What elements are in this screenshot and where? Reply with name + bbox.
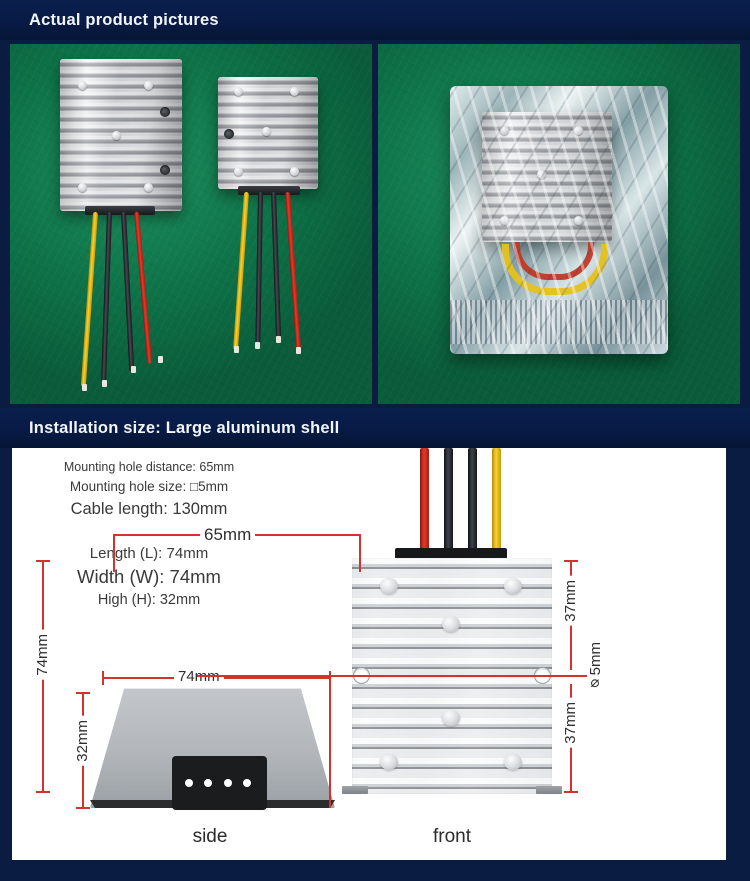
spec-length: Length (L): 74mm xyxy=(89,545,209,562)
front-hole-distance-tick-right xyxy=(359,534,361,572)
spec-cable-length: Cable length: 130mm xyxy=(70,500,228,518)
front-lower-dim-text: 37mm xyxy=(562,698,579,748)
side-width-tick-left xyxy=(102,671,104,685)
screw-bump xyxy=(500,126,509,135)
photo-converter-in-bag xyxy=(378,44,740,404)
spec-width: Width (W): 74mm xyxy=(77,566,221,587)
screw-bump xyxy=(442,616,460,632)
converter-module-small xyxy=(218,77,318,189)
front-height-tick-top xyxy=(36,560,50,562)
screw-bump xyxy=(144,183,153,192)
screw-bump xyxy=(442,710,460,726)
banner-title-photos: Actual product pictures xyxy=(29,10,219,29)
screw-bump xyxy=(537,170,546,179)
wire-tip xyxy=(131,366,136,373)
front-wire-red xyxy=(420,448,429,552)
mounting-hole xyxy=(160,107,170,117)
connector-pin-hole xyxy=(185,779,193,787)
front-connector-plug xyxy=(395,548,507,559)
front-wire-yellow xyxy=(492,448,501,552)
wire-tip xyxy=(276,336,281,343)
front-hole-center-line xyxy=(197,675,587,677)
screw-bump xyxy=(78,81,87,90)
front-hole-distance-tick-left xyxy=(113,534,115,572)
product-photo-row xyxy=(0,40,750,408)
side-height-tick-top xyxy=(76,692,90,694)
wire-tip xyxy=(82,384,87,391)
spec-mounting-hole-size: Mounting hole size: □5mm xyxy=(69,479,229,494)
wire-tip xyxy=(255,342,260,349)
screw-bump xyxy=(290,87,299,96)
front-lower-tick-bottom xyxy=(564,791,578,793)
converter-module-large xyxy=(60,59,182,211)
side-height-tick-bottom xyxy=(76,807,90,809)
spec-high: High (H): 32mm xyxy=(97,592,201,608)
screw-bump xyxy=(380,754,398,770)
wire-connector-block xyxy=(85,206,155,215)
screw-bump xyxy=(234,87,243,96)
screw-bump xyxy=(574,126,583,135)
converter-module-bagged xyxy=(482,112,612,242)
screw-bump xyxy=(78,183,87,192)
screw-bump xyxy=(234,167,243,176)
wire-tip xyxy=(102,380,107,387)
wire-tip xyxy=(234,346,239,353)
connector-pin-hole xyxy=(224,779,232,787)
mounting-tab-right xyxy=(536,786,562,794)
screw-bump xyxy=(112,131,121,140)
screw-bump xyxy=(574,216,583,225)
side-height-dim-text: 32mm xyxy=(74,716,91,766)
screw-bump xyxy=(290,167,299,176)
connector-pin-hole xyxy=(243,779,251,787)
screw-bump xyxy=(504,578,522,594)
wire-tip xyxy=(296,347,301,354)
banner-installation-size: Installation size: Large aluminum shell xyxy=(0,408,750,448)
front-height-tick-bottom xyxy=(36,791,50,793)
front-height-dim-text: 74mm xyxy=(34,630,51,680)
screw-bump xyxy=(500,216,509,225)
bag-sheen xyxy=(450,86,668,354)
front-hole-diameter-dim-text: ⌀5mm xyxy=(587,638,605,698)
side-connector-plug xyxy=(172,756,267,810)
front-view-label: front xyxy=(432,826,472,847)
screw-bump xyxy=(504,754,522,770)
bag-seal-strip xyxy=(450,300,668,344)
mounting-hole xyxy=(160,165,170,175)
front-wire-black xyxy=(468,448,477,552)
side-view-label: side xyxy=(192,826,228,847)
wire-connector-block xyxy=(238,186,300,195)
mounting-hole xyxy=(224,129,234,139)
banner-title-installation: Installation size: Large aluminum shell xyxy=(29,418,340,437)
front-upper-tick-top xyxy=(564,560,578,562)
connector-pin-hole xyxy=(204,779,212,787)
wire-tip xyxy=(158,356,163,363)
screw-bump xyxy=(262,127,271,136)
photo-two-converters xyxy=(10,44,372,404)
side-width-tick-right xyxy=(329,671,331,808)
screw-bump xyxy=(144,81,153,90)
front-hole-distance-dim-text: 65mm xyxy=(200,525,256,545)
front-wire-black xyxy=(444,448,453,552)
installation-spec-panel: Mounting hole distance: 65mm Mounting ho… xyxy=(12,448,726,860)
mounting-tab-left xyxy=(342,786,368,794)
banner-actual-product-pictures: Actual product pictures xyxy=(0,0,750,40)
antistatic-bag xyxy=(450,86,668,354)
front-upper-dim-text: 37mm xyxy=(562,576,579,626)
spec-mounting-hole-distance: Mounting hole distance: 65mm xyxy=(63,460,235,474)
screw-bump xyxy=(380,578,398,594)
